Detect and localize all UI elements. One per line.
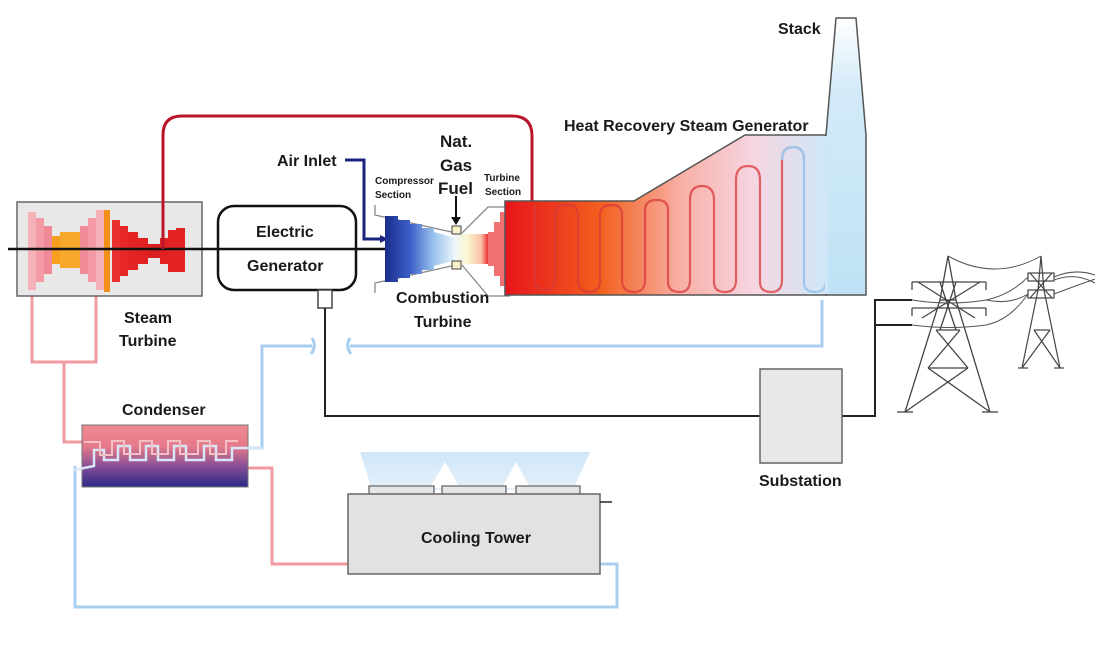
label-electric-generator-2: Generator bbox=[247, 258, 323, 275]
cooling-spray bbox=[360, 452, 590, 490]
label-condenser: Condenser bbox=[122, 402, 206, 419]
combustion-turbine bbox=[374, 196, 510, 297]
substation bbox=[759, 368, 843, 464]
label-turbine-section-1: Turbine bbox=[484, 173, 520, 184]
label-combustion-turbine-1: Combustion bbox=[396, 290, 489, 307]
label-hrsg: Heat Recovery Steam Generator bbox=[564, 118, 809, 135]
label-nat-gas-3: Fuel bbox=[438, 179, 473, 198]
condensate-loop bbox=[30, 265, 348, 566]
cooling-tower bbox=[347, 452, 612, 575]
hrsg-tubes bbox=[533, 145, 806, 294]
label-compressor-2: Section bbox=[375, 190, 411, 201]
label-steam-turbine-1: Steam bbox=[124, 310, 172, 327]
label-electric-generator-1: Electric bbox=[256, 224, 314, 241]
power-line bbox=[324, 299, 912, 417]
label-steam-turbine-2: Turbine bbox=[119, 333, 177, 350]
label-turbine-section-2: Section bbox=[485, 187, 521, 198]
label-compressor-1: Compressor bbox=[375, 176, 434, 187]
label-substation: Substation bbox=[759, 473, 842, 490]
fuel-nozzle-bottom bbox=[451, 260, 462, 270]
generator-terminal bbox=[317, 289, 333, 309]
hot-steam-line bbox=[161, 114, 534, 249]
condenser bbox=[73, 424, 262, 488]
label-nat-gas-2: Gas bbox=[440, 156, 472, 175]
air-inlet-line bbox=[345, 158, 380, 241]
label-cooling-tower: Cooling Tower bbox=[421, 530, 531, 547]
label-air-inlet: Air Inlet bbox=[277, 153, 337, 170]
air-inlet-arrow bbox=[380, 235, 388, 243]
label-nat-gas-1: Nat. bbox=[440, 132, 472, 151]
fuel-arrow-icon bbox=[451, 217, 461, 225]
transmission-tower-large bbox=[897, 255, 998, 413]
fuel-nozzle-top bbox=[451, 225, 462, 235]
label-combustion-turbine-2: Turbine bbox=[414, 314, 472, 331]
compressor-section bbox=[385, 216, 456, 282]
transmission-wires bbox=[911, 255, 1096, 328]
exhaust-stack bbox=[825, 17, 867, 296]
electric-generator bbox=[216, 204, 358, 309]
transmission-tower-small bbox=[1018, 255, 1064, 369]
label-stack: Stack bbox=[778, 21, 821, 38]
heat-recovery-steam-generator bbox=[504, 134, 827, 296]
